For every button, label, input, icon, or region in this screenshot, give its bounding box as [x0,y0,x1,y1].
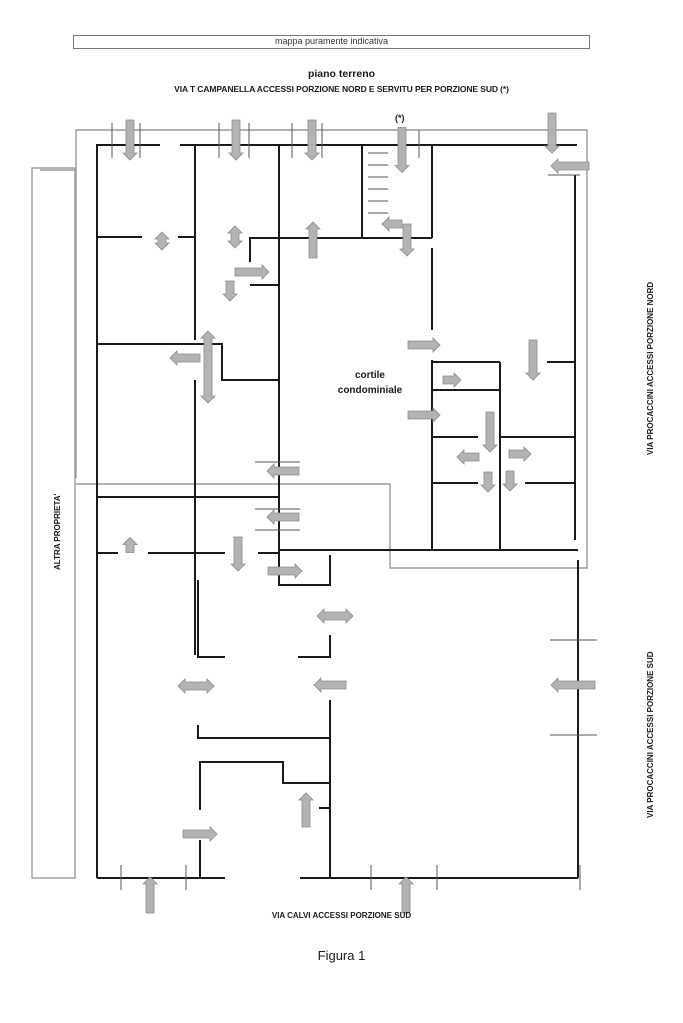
courtyard-right-2-arrow-icon [407,407,441,423]
staircase [368,152,388,214]
neighbor-property-outline [31,167,76,879]
figure-caption: Figura 1 [317,948,366,963]
courtyard-label-line1: cortile [354,370,385,381]
hub-left-arrow-icon [456,449,480,465]
room-a-passage-arrow-icon [154,231,170,251]
north-street-label: VIA T CAMPANELLA ACCESSI PORZIONE NORD E… [174,84,509,94]
east-south-street-label: VIA PROCACCINI ACCESSI PORZIONE SUD [646,651,655,818]
plan-title: piano terreno [307,68,376,80]
disclaimer-box: mappa puramente indicativa [73,35,590,49]
courtyard-right-1-arrow-icon [407,337,441,353]
hall-down-arrow-icon [222,280,238,302]
stair-down-arrow-icon [399,223,415,257]
south-corridor-right-arrow-icon [267,563,303,579]
interior-walls [97,145,578,878]
south-inner-right-arrow-icon [182,826,218,842]
south-hall-left-arrow-icon [313,677,347,693]
north-entrance-1-arrow-icon [122,119,138,161]
east-south-entrance-arrow-icon [550,677,596,693]
south-street-label: VIA CALVI ACCESSI PORZIONE SUD [271,911,412,920]
south-entrance-2-arrow-icon [398,876,414,914]
hub-down-left-arrow-icon [480,471,496,493]
corridor-left-arrow-icon [169,350,201,366]
divider-left-2-arrow-icon [266,509,300,525]
stair-left-arrow-icon [381,216,403,232]
east-north-entrance-arrow-icon [550,158,590,174]
hall-right-arrow-icon [234,264,270,280]
south-room-up-arrow-icon [122,536,138,553]
east-north-street-label: VIA PROCACCINI ACCESSI PORZIONE NORD [646,281,655,455]
north-entrance-3-arrow-icon [304,119,320,161]
northeast-entrance-arrow-icon [544,112,560,154]
exterior-walls [96,144,579,879]
door-ticks [111,123,597,890]
east-unit-down-arrow-icon [525,339,541,381]
south-entrance-1-arrow-icon [142,876,158,914]
hub-right-arrow-icon [508,446,532,462]
hub-down-right-arrow-icon [502,470,518,492]
east-unit-turn-arrow-icon [442,372,462,388]
servitude-marker: (*) [395,113,405,123]
neighbor-property-label: ALTRA PROPRIETA' [53,493,62,570]
room-b-passage-arrow-icon [227,225,243,249]
south-inner-up-arrow-icon [298,792,314,828]
south-hall-both-2-arrow-icon [177,678,215,694]
north-entrance-2-arrow-icon [228,119,244,161]
hall-up-arrow-icon [305,221,321,259]
corridor-vertical-arrow-icon [200,330,216,404]
divider-left-1-arrow-icon [266,463,300,479]
disclaimer-text: mappa puramente indicativa [274,36,389,46]
south-corridor-down-arrow-icon [230,536,246,572]
property-outline [40,129,588,569]
courtyard-label-line2: condominiale [337,385,403,396]
north-servitude-entrance-arrow-icon [394,127,410,174]
courtyard-label: cortile condominiale [320,368,420,398]
south-hall-both-1-arrow-icon [316,608,354,624]
access-arrows [122,112,596,914]
hub-down-arrow-icon [482,411,498,453]
